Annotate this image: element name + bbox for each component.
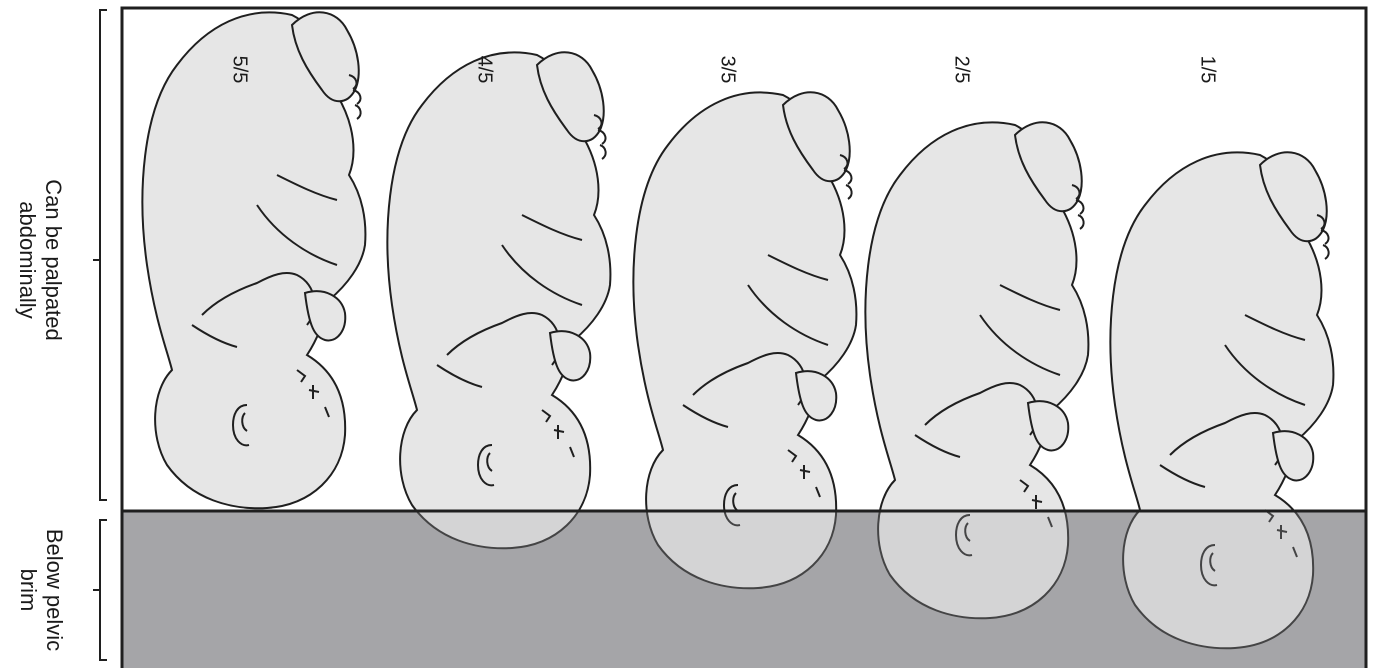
palpable-label-line2: abdominally <box>14 160 40 360</box>
fetus-5-5 <box>142 12 365 508</box>
palpable-label-line1: Can be palpated <box>40 160 66 360</box>
palpable-bracket <box>93 10 107 500</box>
fraction-label-2-5: 2/5 <box>949 56 972 84</box>
fraction-label-5-5: 5/5 <box>227 56 250 84</box>
below-brim-label-line1: Below pelvic <box>41 520 67 660</box>
below-brim-label-line2: brim <box>15 520 41 660</box>
palpable-label: Can be palpated abdominally <box>10 160 66 360</box>
below-brim-bracket <box>93 520 107 660</box>
below-brim-overlay <box>122 511 1366 668</box>
fraction-label-1-5: 1/5 <box>1195 56 1218 84</box>
fraction-label-3-5: 3/5 <box>715 56 738 84</box>
fetus-4-5 <box>387 52 610 548</box>
fraction-label-4-5: 4/5 <box>472 56 495 84</box>
below-brim-label: Below pelvic brim <box>11 520 67 660</box>
